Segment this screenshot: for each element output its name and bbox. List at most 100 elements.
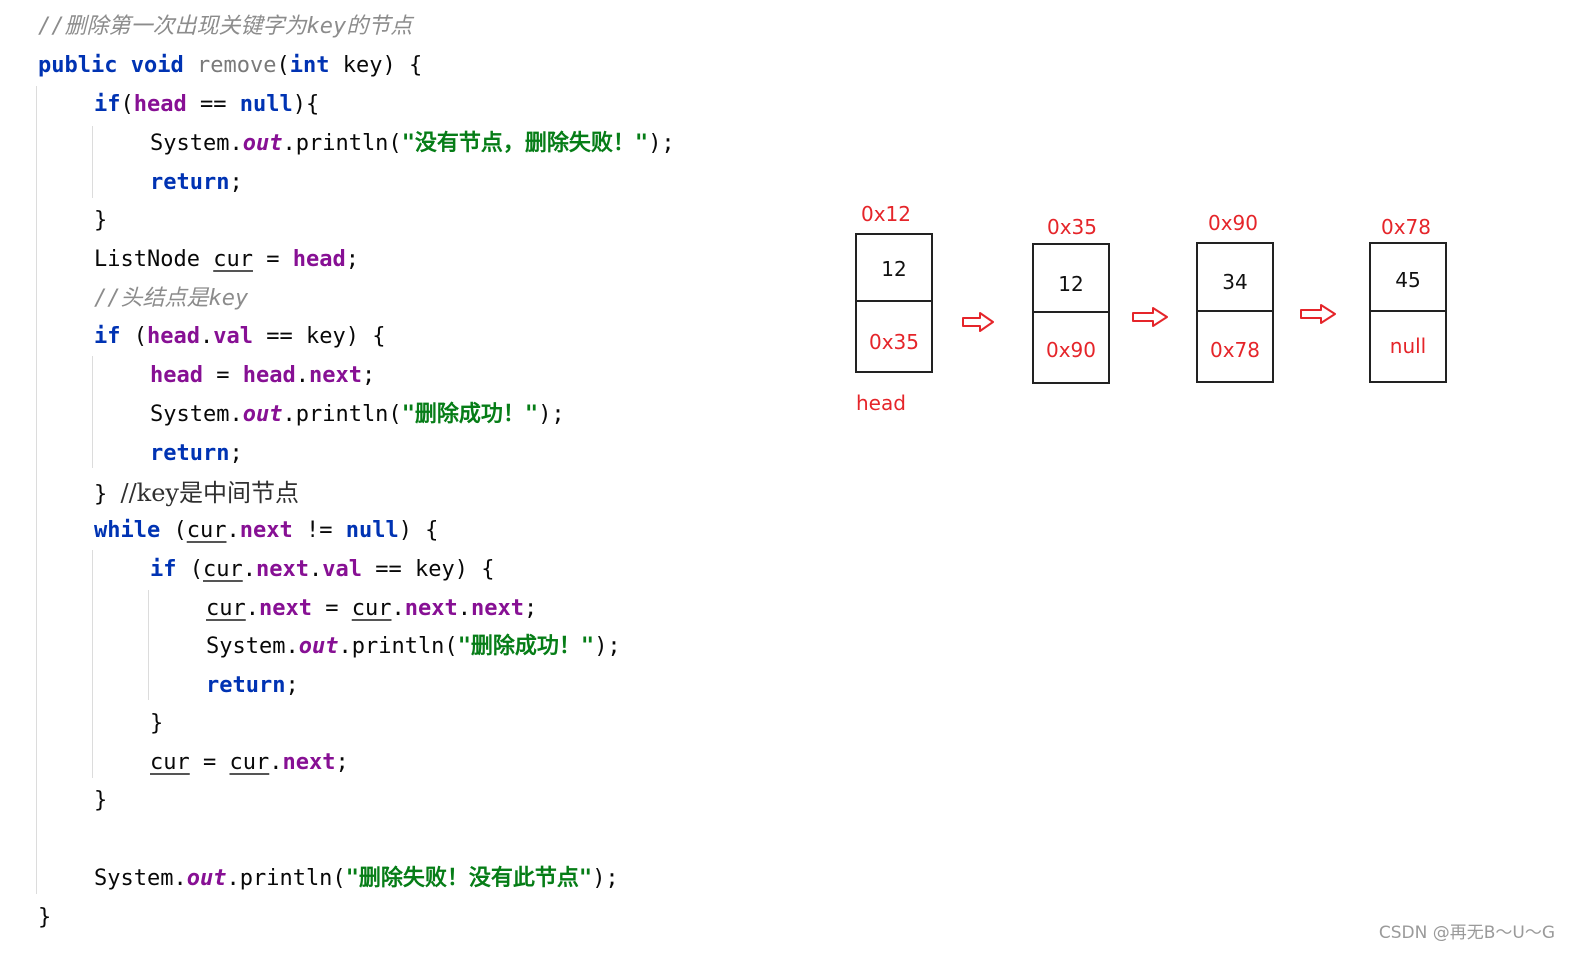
code-line-2: public void remove(int key) { [38,53,423,78]
field: next [259,596,312,621]
type-name: ListNode [94,247,200,272]
string-literal: "删除成功！" [457,634,595,659]
code-line-19: } [150,711,164,736]
code-line-23: } [38,905,52,930]
identifier: .println( [338,634,458,659]
keyword: int [289,53,330,78]
arrow-right-icon [1300,304,1336,324]
indent-guide [148,590,149,700]
node-address: 0x90 [1208,211,1259,235]
code-line-17: System.out.println("删除成功！"); [206,634,621,659]
keyword: null [239,92,293,117]
code-line-3: if(head == null){ [94,92,320,117]
code-line-15: if (cur.next.val == key) { [150,557,495,582]
head-label: head [856,391,906,415]
indent-guide [92,550,93,778]
identifier: .println( [282,402,402,427]
node-divider [1034,311,1108,313]
code-line-6: } [94,208,108,233]
keyword: return [150,441,230,466]
field: next [239,518,293,543]
identifier: .println( [226,866,346,891]
static-field: out [186,866,227,891]
code-line-4: System.out.println("没有节点，删除失败！"); [150,131,675,156]
field: val [322,557,362,582]
string-literal: "删除成功！" [401,402,539,427]
variable: cur [351,596,392,621]
code-line-22: System.out.println("删除失败！没有此节点"); [94,866,619,891]
node-address: 0x78 [1381,215,1432,239]
node-next-pointer: null [1389,334,1427,358]
variable: cur [229,750,270,775]
field: head [147,324,200,349]
field: head [292,247,346,272]
identifier: System. [206,634,299,659]
field: head [133,92,187,117]
node-divider [1371,310,1445,312]
method-name: remove [196,53,277,78]
variable: cur [203,557,243,582]
node-value: 12 [881,257,907,281]
string-literal: "删除失败！没有此节点" [345,866,593,891]
code-line-13: } //key是中间节点 [94,479,299,507]
static-field: out [298,634,339,659]
variable: cur [213,247,253,272]
indent-guide [36,86,37,894]
node-next-pointer: 0x90 [1045,338,1096,362]
keyword: while [94,518,161,543]
field: val [213,324,253,349]
comment: //删除第一次出现关键字为key的节点 [38,14,413,39]
code-line-12: return; [150,441,243,466]
code-line-20: cur = cur.next; [150,750,349,775]
code-line-16: cur.next = cur.next.next; [206,596,538,621]
field: next [404,596,458,621]
indent-guide [92,126,93,198]
identifier: System. [94,866,187,891]
code-line-14: while (cur.next != null) { [94,518,439,543]
node-value: 12 [1058,272,1084,296]
field: next [308,363,362,388]
field: next [256,557,309,582]
identifier: System. [150,131,243,156]
field: head [242,363,296,388]
keyword: return [150,170,230,195]
node-value: 34 [1222,270,1248,294]
keyword: return [206,673,286,698]
node-address: 0x12 [861,202,912,226]
code-line-5: return; [150,170,243,195]
node-next-pointer: 0x78 [1209,338,1260,362]
code-line-9: if (head.val == key) { [94,324,386,349]
identifier: key [305,324,346,349]
list-node: 34 0x78 [1196,242,1274,383]
keyword: if [150,557,177,582]
identifier: .println( [282,131,402,156]
code-line-1: //删除第一次出现关键字为key的节点 [38,12,412,42]
watermark: CSDN @再无B～U～G [1378,923,1555,943]
comment: //key是中间节点 [120,479,299,507]
code-line-11: System.out.println("删除成功！"); [150,402,565,427]
field: next [470,596,524,621]
indent-guide [92,356,93,468]
node-value: 45 [1395,268,1421,292]
code-line-10: head = head.next; [150,363,376,388]
linked-list-diagram: 0x12 12 0x35 head 0x35 12 0x90 0x90 34 0… [820,180,1520,440]
variable: cur [206,596,246,621]
field: head [150,363,203,388]
identifier: System. [150,402,243,427]
arrow-right-icon [962,312,994,332]
keyword: public [38,53,118,78]
code-panel: //删除第一次出现关键字为key的节点 public void remove(i… [36,12,675,930]
identifier: key [414,557,455,582]
node-divider [1198,310,1272,312]
list-node: 12 0x90 [1032,243,1110,384]
identifier: key [342,53,383,78]
static-field: out [242,131,283,156]
field: next [282,750,336,775]
list-node: 45 null [1369,242,1447,383]
arrow-right-icon [1132,307,1168,327]
code-line-8: //头结点是key [94,284,248,314]
keyword: if [94,92,121,117]
keyword: void [130,53,184,78]
code-line-21: } [94,788,108,813]
string-literal: "没有节点，删除失败！" [401,131,649,156]
